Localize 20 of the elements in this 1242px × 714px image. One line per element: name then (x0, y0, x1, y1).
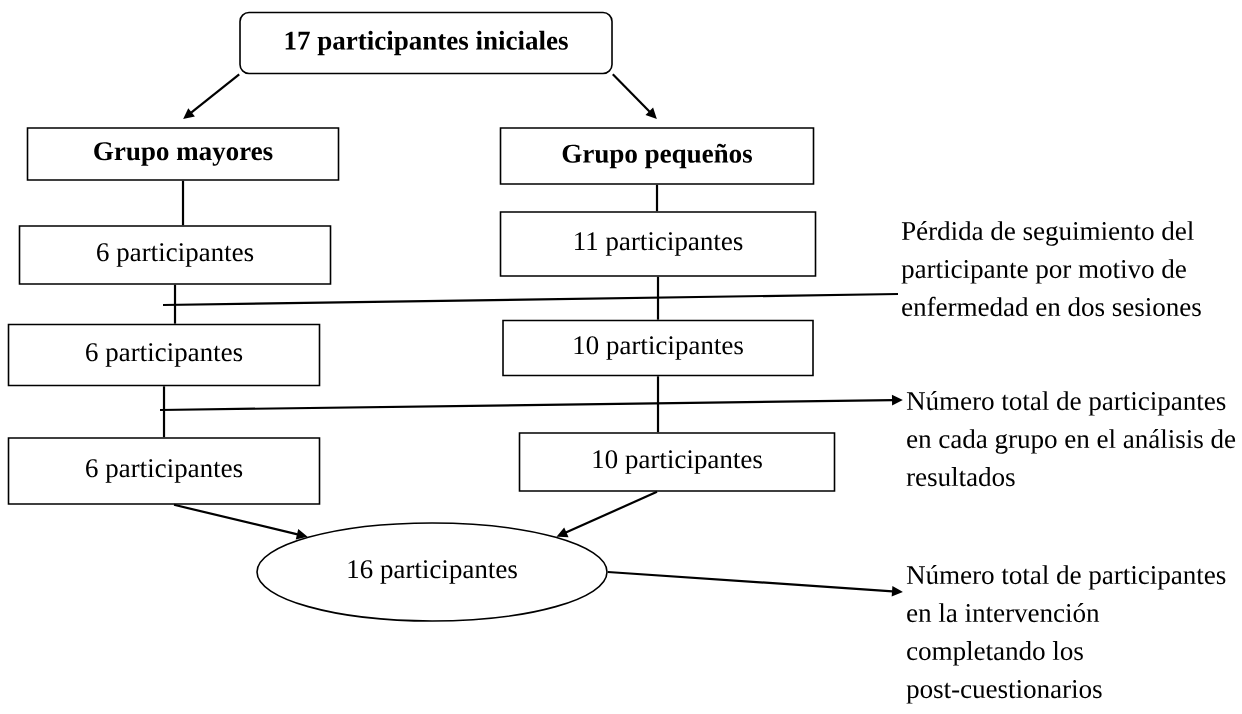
connector-line (162, 386, 166, 438)
note-text: Número total de participantes en cada grupo en el análisis de resultados (906, 391, 1236, 487)
note-text: Pérdida de seguimiento del participante por motivo de enfermedad en dos sesiones (901, 221, 1201, 317)
process-box: 10 participantes (518, 432, 836, 492)
process-box: 6 participantes (7, 323, 321, 387)
note-text: Número total de participantes en la intervención completando los post-cuestionarios (906, 565, 1226, 704)
process-box: 6 participantes (7, 437, 321, 505)
connector-line (655, 184, 659, 212)
rounded-box: 17 participantes iniciales (239, 11, 613, 75)
connector-line (656, 376, 660, 433)
ellipse-node: 16 participantes (256, 522, 608, 622)
group-box: Grupo pequeños (499, 127, 815, 185)
connector-line (173, 284, 177, 324)
process-box: 6 participantes (18, 225, 332, 285)
group-box: Grupo mayores (26, 127, 340, 181)
process-box: 11 participantes (499, 211, 817, 277)
connector-line (656, 276, 660, 320)
leader-line (163, 292, 899, 307)
process-box: 10 participantes (502, 319, 814, 377)
connector-line (181, 180, 185, 226)
